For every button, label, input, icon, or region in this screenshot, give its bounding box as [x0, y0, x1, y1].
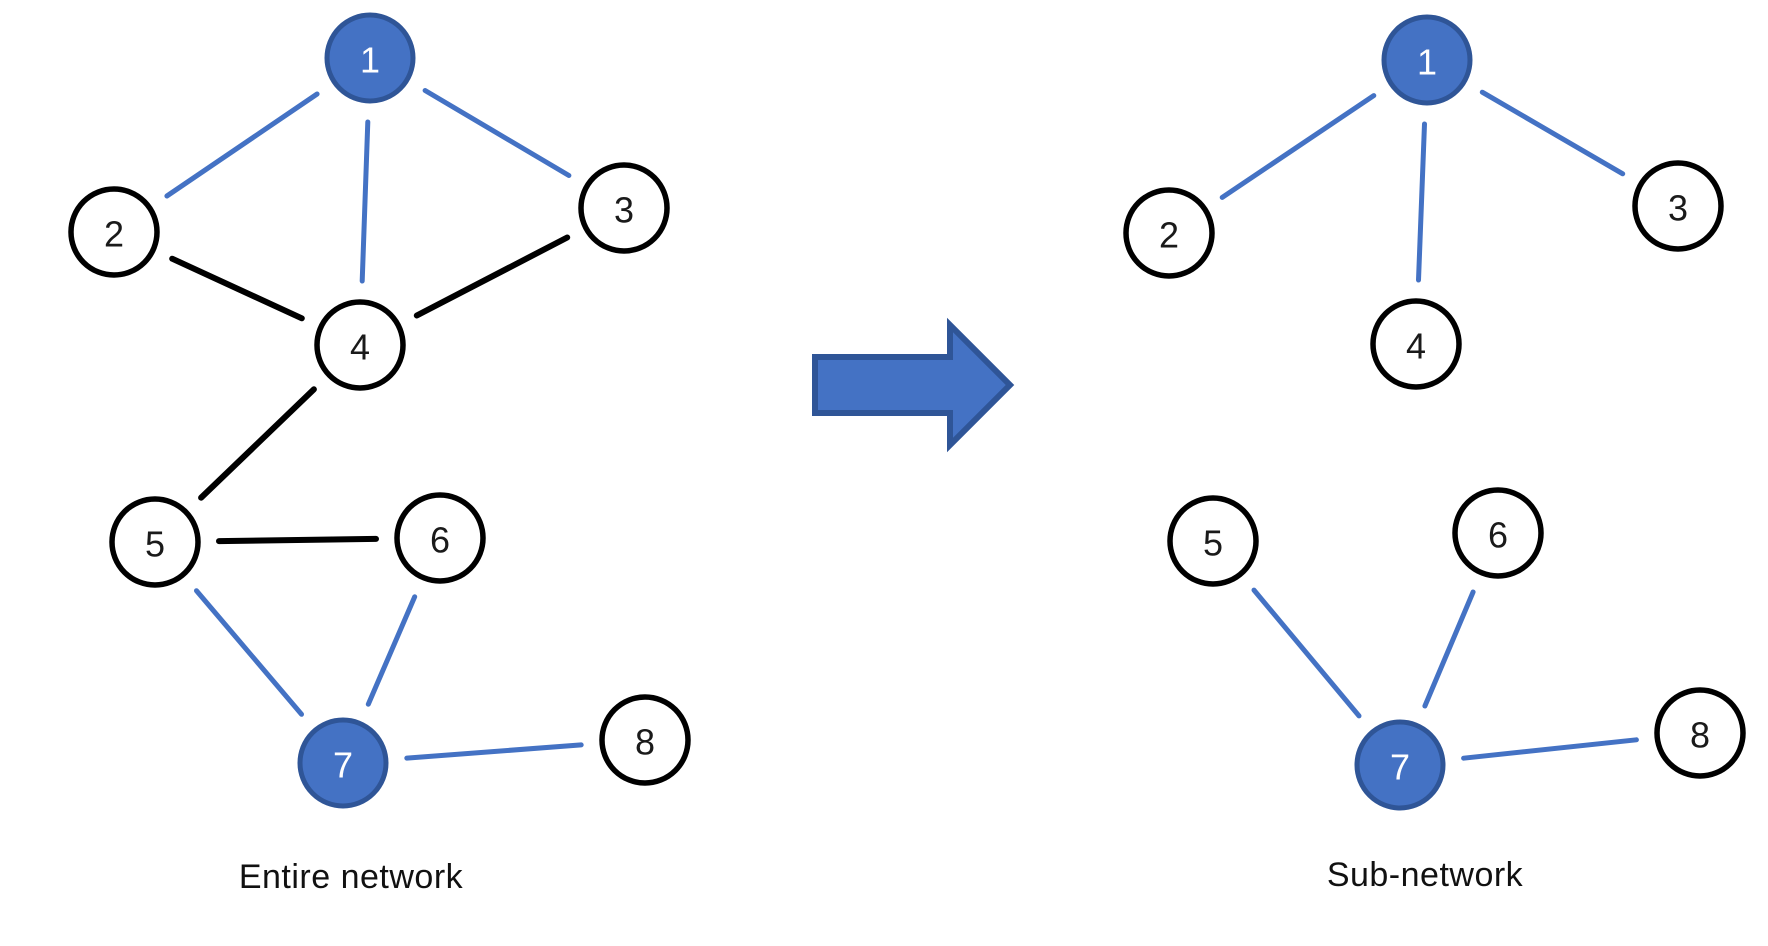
node-label: 2 — [104, 214, 124, 255]
node-sub-network-5: 5 — [1167, 495, 1259, 587]
node-entire-network-2: 2 — [68, 186, 160, 278]
sub-network-caption: Sub-network — [1326, 856, 1524, 894]
node-circle — [1123, 187, 1215, 279]
node-circle — [1632, 160, 1724, 252]
node-sub-network-7: 7 — [1354, 719, 1446, 811]
node-label: 2 — [1159, 215, 1179, 256]
node-circle — [1354, 719, 1446, 811]
node-label: 7 — [1390, 747, 1410, 788]
node-entire-network-4: 4 — [314, 299, 406, 391]
node-circle — [1654, 687, 1746, 779]
node-sub-network-1: 1 — [1381, 14, 1473, 106]
entire-network-diagram: 1 2 3 4 5 6 7 8 — [68, 12, 691, 809]
node-label: 3 — [1668, 188, 1688, 229]
edge-sub-network-6-7 — [1422, 589, 1476, 709]
node-circle — [578, 162, 670, 254]
node-sub-network-2: 2 — [1123, 187, 1215, 279]
node-entire-network-5: 5 — [109, 496, 201, 588]
node-entire-network-1: 1 — [324, 12, 416, 104]
node-sub-network-3: 3 — [1632, 160, 1724, 252]
node-label: 5 — [145, 524, 165, 565]
node-circle — [68, 186, 160, 278]
node-sub-network-4: 4 — [1370, 298, 1462, 390]
node-circle — [1381, 14, 1473, 106]
node-circle — [394, 492, 486, 584]
node-sub-network-8: 8 — [1654, 687, 1746, 779]
node-entire-network-7: 7 — [297, 717, 389, 809]
node-circle — [1452, 487, 1544, 579]
node-entire-network-3: 3 — [578, 162, 670, 254]
right-block-arrow-icon — [812, 317, 1015, 453]
node-label: 6 — [1488, 515, 1508, 556]
node-sub-network-6: 6 — [1452, 487, 1544, 579]
node-circle — [297, 717, 389, 809]
sub-network-diagram: 1 2 3 4 5 6 7 8 — [1123, 14, 1746, 811]
node-label: 8 — [635, 722, 655, 763]
edge-entire-network-6-7 — [365, 594, 418, 707]
node-label: 4 — [350, 327, 370, 368]
edge-entire-network-7-8 — [404, 742, 584, 761]
edge-entire-network-5-7 — [194, 588, 304, 717]
node-circle — [1167, 495, 1259, 587]
node-label: 8 — [1690, 715, 1710, 756]
node-circle — [314, 299, 406, 391]
node-label: 1 — [1417, 42, 1437, 83]
node-label: 4 — [1406, 326, 1426, 367]
edge-sub-network-1-4 — [1416, 121, 1427, 283]
node-label: 3 — [614, 190, 634, 231]
entire-network-caption: Entire network — [238, 858, 464, 896]
edge-sub-network-7-8 — [1461, 737, 1639, 761]
node-label: 5 — [1203, 523, 1223, 564]
edge-entire-network-1-4 — [359, 119, 371, 284]
edge-entire-network-4-5 — [198, 386, 317, 501]
node-label: 6 — [430, 520, 450, 561]
edge-entire-network-1-2 — [164, 91, 320, 199]
node-circle — [599, 694, 691, 786]
edge-sub-network-5-7 — [1251, 587, 1362, 719]
edge-entire-network-3-4 — [413, 234, 571, 319]
node-entire-network-8: 8 — [599, 694, 691, 786]
edge-entire-network-2-4 — [169, 255, 305, 322]
node-circle — [1370, 298, 1462, 390]
edge-entire-network-5-6 — [216, 535, 379, 545]
edge-sub-network-1-3 — [1479, 89, 1626, 177]
edge-sub-network-1-2 — [1219, 93, 1377, 200]
node-label: 1 — [360, 40, 380, 81]
node-circle — [109, 496, 201, 588]
node-entire-network-6: 6 — [394, 492, 486, 584]
node-circle — [324, 12, 416, 104]
node-label: 7 — [333, 745, 353, 786]
edge-entire-network-1-3 — [422, 88, 572, 178]
